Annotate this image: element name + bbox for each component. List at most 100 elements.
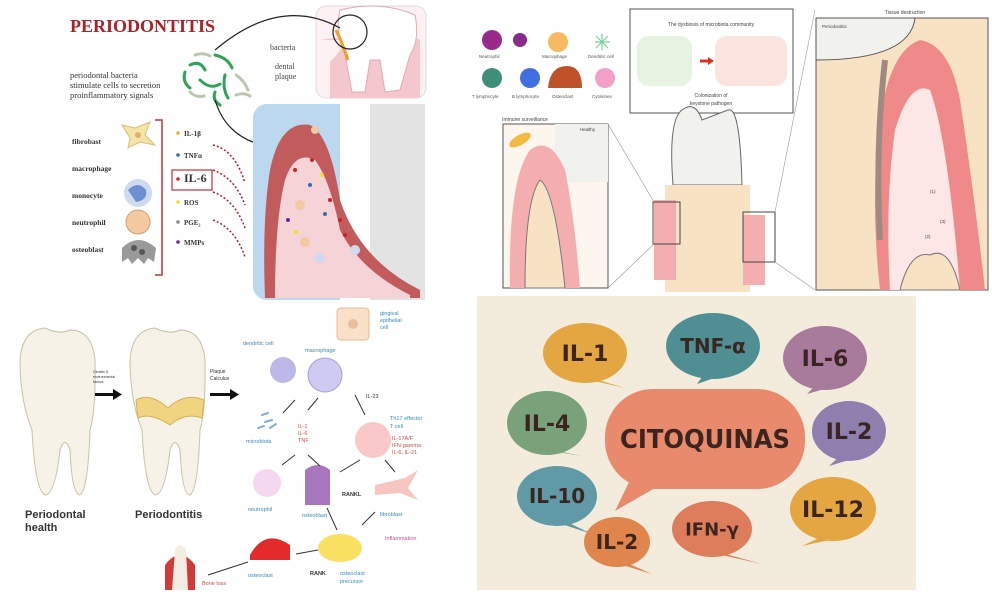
cell-bracket (155, 119, 163, 276)
bubble-shape (783, 326, 867, 390)
bubble-shape (584, 517, 650, 567)
cell-label: neutrophil (72, 218, 106, 227)
cell-label: macrophage (72, 164, 112, 173)
precursor-label: osteoclast (340, 571, 365, 577)
center-label: CITOQUINAS (620, 425, 790, 455)
step-label: (3) (940, 219, 946, 224)
il23-label: IL-23 (366, 394, 379, 400)
legend-label: Cytokines (592, 94, 613, 99)
mediator-dot (176, 240, 180, 244)
cytokine-label: IL-4 (524, 412, 571, 437)
mediator-label: TNFα (184, 152, 202, 160)
legend-label: Dendritic cell (588, 54, 614, 59)
periodontitis-diagram-svg: PERIODONTITIS periodontal bacteria stimu… (70, 5, 427, 300)
cytokine-label: TNF-α (680, 334, 745, 358)
panel-title: PERIODONTITIS (70, 16, 215, 36)
th17-cytokine-label: IL-6, IL-21 (392, 450, 417, 456)
microbiota-label: microbiota (246, 439, 272, 445)
cytokines-icon (595, 68, 615, 88)
dysbiosis-caption: keystone pathogen (690, 101, 732, 107)
osteoblast-label: osteoblast (302, 513, 328, 519)
cytokine-bubble: IL-10 (517, 466, 597, 534)
cytokine-label: TNF (298, 438, 309, 444)
description-line: stimulate cells to secretion (70, 80, 161, 90)
periodontal-health-label: Periodontal (25, 509, 86, 521)
immune-surveillance-svg: Neutrophil Macrophage Dendritic cell T l… (472, 8, 989, 292)
osteoblast-icon (305, 465, 330, 505)
factors-label: factors (93, 380, 104, 384)
cytokine-label: IL-6 (298, 431, 307, 437)
plaque-label: Calculus (210, 376, 230, 382)
gum-tissue-diagram (253, 104, 425, 300)
dental-plaque-label: dental (275, 62, 295, 71)
inflammation-label: Inflammation (385, 536, 417, 542)
cytokine-label: IFN-γ (685, 519, 739, 540)
osteoclast-precursor-icon (318, 534, 362, 562)
cytokine-label: IL-1 (562, 342, 609, 367)
central-tooth (607, 9, 816, 292)
bacteria-cluster (182, 52, 252, 107)
osteoclast-icon (250, 538, 290, 560)
cell-label: fibrobast (72, 137, 102, 146)
cytokine-bubble: IL-1 (543, 323, 627, 388)
periodontal-pathway-diagram: Periodontal health Periodontitis Genetic… (0, 300, 470, 595)
mediator-label: PGE₂ (184, 219, 201, 227)
neutrophil-icon (125, 209, 151, 235)
cell-legend (482, 30, 615, 88)
rank-label: RANK (310, 571, 326, 577)
cytokine-bubble: IL-12 (790, 477, 876, 546)
mediator-dot (176, 220, 180, 224)
mediator-label: ROS (184, 199, 199, 207)
dotted-arrows (212, 144, 246, 258)
cytokine-bubble: IL-2 (584, 517, 652, 574)
bubble-shape (517, 466, 597, 526)
dendritic-cell-label: dendritic cell (243, 341, 274, 347)
cytokine-label: IL-2 (596, 530, 638, 554)
bacteria-label: bacteria (270, 43, 296, 52)
th17-label: Th17 effector (390, 416, 422, 422)
bubble-shape (672, 501, 752, 557)
pathway-svg: Periodontal health Periodontitis Genetic… (19, 307, 422, 590)
immune-surveillance-diagram: Neutrophil Macrophage Dendritic cell T l… (470, 0, 992, 292)
neutrophil-label: neutrophil (248, 507, 272, 513)
arrow-curve (214, 15, 341, 51)
osteoblast-icon (122, 240, 156, 264)
cytokine-label: IL-10 (529, 484, 585, 508)
healthy-label: Healthy (580, 127, 596, 132)
healthy-zoom-box (502, 123, 609, 289)
description-line: proinflammatory signals (70, 90, 153, 100)
mediator-label: IL-6 (184, 171, 207, 185)
gingival-cell-label: epithelial (380, 318, 402, 324)
periodontitis-diagram: PERIODONTITIS periodontal bacteria stimu… (0, 0, 470, 300)
cytokine-label: IL-2 (826, 420, 873, 445)
healthy-tooth (19, 327, 96, 496)
dysbiosis-box (629, 8, 794, 114)
bubble-shape (812, 401, 886, 461)
step-label: (1) (930, 189, 936, 194)
cell-label: monocyte (72, 191, 103, 200)
periodontal-health-label: health (25, 522, 58, 534)
factors-label: environmental (93, 375, 115, 379)
cytokine-label: IL-1 (298, 424, 307, 430)
neutrophil-icon (482, 30, 502, 50)
th17-cytokine-label: IFN-gamma (392, 443, 422, 449)
periodontitis-label: Periodontitis (135, 509, 202, 521)
step-label: (2) (925, 234, 931, 239)
osteoclast-label: osteoclast (248, 573, 273, 579)
mediator-dot (176, 153, 180, 157)
cytokine-bubble: IL-4 (507, 391, 587, 456)
bubble-shape (666, 313, 760, 379)
plaque-label: Plaque (210, 369, 226, 375)
cytokine-bubble: IFN-γ (672, 501, 762, 564)
arrow-right-icon (210, 389, 239, 400)
dysbiosis-title: The dysbiosis of microbiota community (668, 22, 755, 28)
periodontitis-tooth (129, 327, 206, 496)
cytokine-bubble: IL-2 (812, 401, 886, 466)
th17-cell-icon (355, 422, 391, 458)
pathway-arrows (207, 394, 396, 576)
macrophage-icon (307, 357, 343, 393)
dysbiosis-caption: Colonization of (694, 93, 728, 99)
tissue-destruction-label: Tissue destruction (885, 10, 926, 16)
bone-loss-label: Bone loss (202, 581, 226, 587)
fibroblast-icon (375, 470, 418, 500)
